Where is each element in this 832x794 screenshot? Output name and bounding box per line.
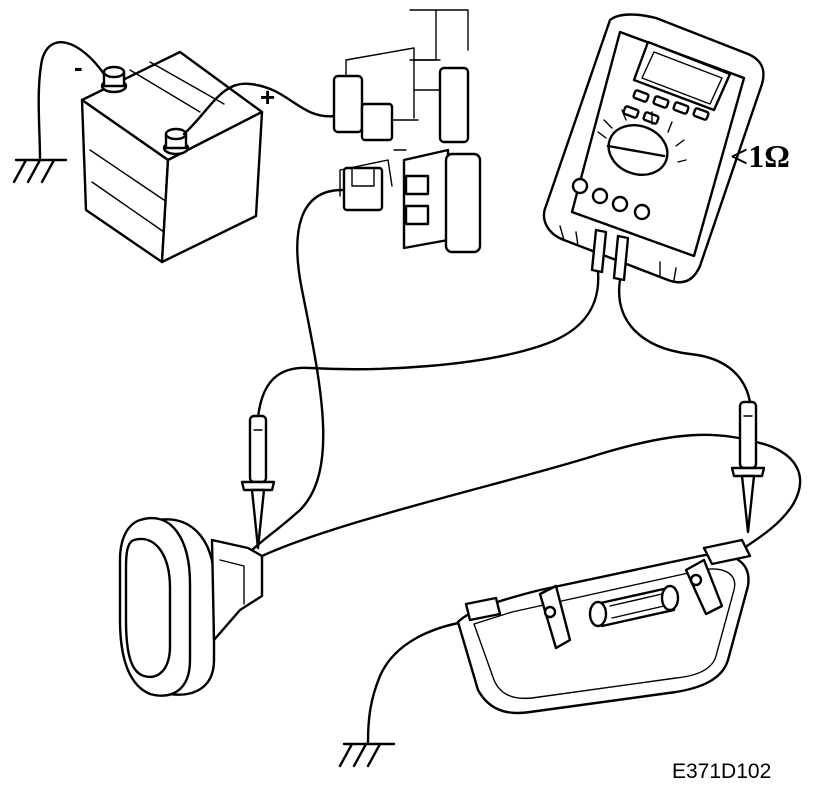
- figure-code-label: E371D102: [672, 760, 772, 783]
- fuse-icon: [393, 148, 482, 254]
- resistance-reading-label: <1Ω: [730, 138, 790, 174]
- fuse-box-icon: [332, 9, 470, 212]
- meter-lead-right: [617, 278, 752, 404]
- meter-lead-left: [256, 270, 600, 420]
- battery-positive-label: +: [260, 82, 276, 112]
- lamp-ground-wire: [366, 618, 478, 744]
- battery-negative-label: -: [74, 52, 83, 82]
- battery-icon: [80, 50, 264, 264]
- rocker-switch-icon: [118, 517, 264, 697]
- lamp-assembly-icon: [456, 538, 752, 715]
- battery-ground-wire: [37, 41, 106, 160]
- ground-symbol-icon: [338, 742, 396, 768]
- switch-lamp-wire: [260, 433, 802, 558]
- battery-positive-wire: [182, 82, 338, 136]
- multimeter-icon: [542, 13, 765, 284]
- ground-symbol-icon: [12, 158, 68, 184]
- supply-wire: [248, 188, 344, 554]
- test-probe-icon: [240, 414, 276, 550]
- test-probe-icon: [730, 400, 766, 534]
